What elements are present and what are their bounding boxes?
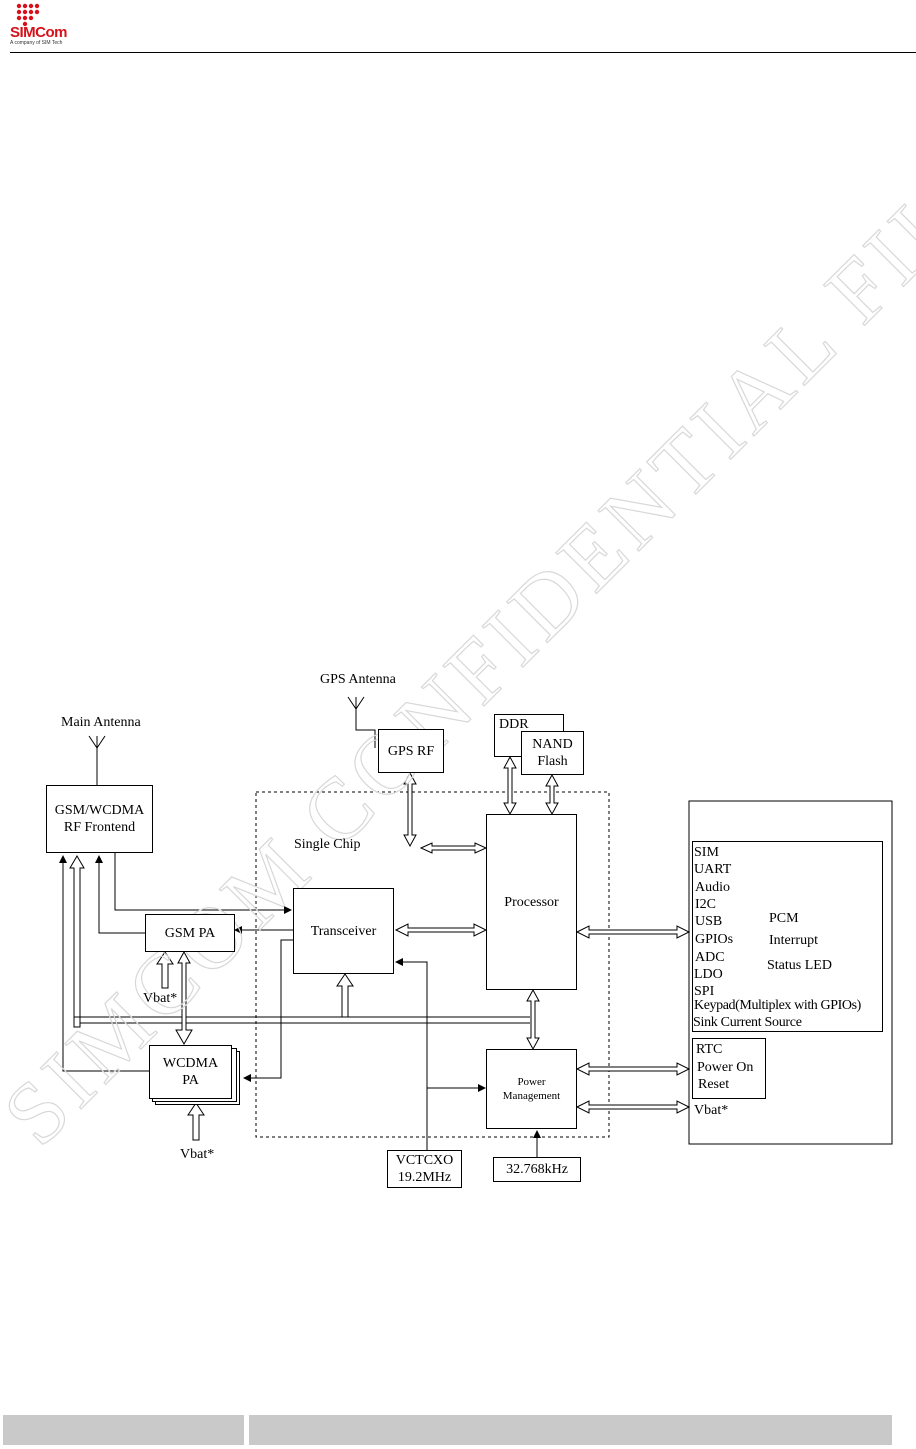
processor-label: Processor	[504, 894, 559, 910]
pm-rtc-arrow	[575, 1062, 691, 1076]
gpio-pcm: PCM	[769, 911, 799, 926]
iface-usb: USB	[695, 914, 723, 929]
single-chip-label: Single Chip	[294, 837, 361, 852]
interface-panel	[688, 800, 893, 1145]
pm-line2: Management	[502, 1090, 561, 1102]
processor-interface-arrow	[575, 925, 691, 939]
ddr-label: DDR	[499, 717, 529, 732]
flash-label: Flash	[537, 754, 568, 769]
simcom-logo: SIMCom A company of SIM Tech	[10, 2, 72, 48]
main-antenna-label: Main Antenna	[61, 715, 141, 730]
pm-out-reset: Reset	[698, 1077, 730, 1092]
ddr-arrow	[503, 755, 517, 816]
header-rule	[10, 52, 916, 53]
processor-pm-arrow	[526, 988, 540, 1051]
iface-uart: UART	[694, 862, 732, 877]
rf-frontend-line2: RF Frontend	[63, 820, 136, 835]
iface-gpios: GPIOs	[695, 932, 734, 947]
vbat-wcdma-label: Vbat*	[180, 1147, 215, 1162]
simcom-logo-icon	[16, 3, 40, 27]
transceiver-processor-arrow	[394, 923, 488, 937]
iface-audio: Audio	[695, 880, 730, 895]
logo-tagline: A company of SIM Tech	[10, 40, 63, 46]
nand-arrow	[545, 773, 559, 816]
interface-list-box	[692, 841, 883, 1032]
pm-out-rtc: RTC	[696, 1042, 723, 1057]
rtc-box	[692, 1038, 766, 1099]
gps-antenna-icon	[347, 696, 376, 748]
iface-adc: ADC	[695, 950, 725, 965]
wcdma-pa-line1: WCDMA	[162, 1056, 219, 1071]
transceiver-to-wcdma-line	[243, 939, 293, 1082]
transceiver-label: Transceiver	[310, 923, 377, 939]
rf-bus-arrow	[69, 855, 85, 1028]
vbat-gsm-label: Vbat*	[143, 991, 178, 1006]
iface-ldo: LDO	[694, 967, 723, 982]
vctcxo-block: VCTCXO 19.2MHz	[387, 1150, 462, 1188]
rf-to-transceiver-line	[114, 853, 292, 914]
gsm-pa-block: GSM PA	[145, 914, 235, 952]
pm-vbat-arrow	[575, 1100, 691, 1114]
pm-line1: Power	[517, 1076, 546, 1088]
gsmpa-bus-arrow	[175, 950, 193, 1046]
nand-flash-block: NAND Flash	[521, 731, 584, 775]
nand-label: NAND	[532, 737, 573, 752]
vbat-gsmpa-arrow	[156, 951, 174, 989]
gsmpa-to-rf-line	[95, 855, 145, 934]
iface-spi: SPI	[694, 984, 715, 999]
vbat-wcdma-arrow	[187, 1102, 205, 1141]
processor-block: Processor	[486, 814, 577, 990]
vctcxo-line2: 19.2MHz	[397, 1170, 452, 1185]
iface-sim: SIM	[694, 845, 719, 860]
wcdma-to-rf-line	[59, 855, 149, 1072]
gpsrf-processor-arrow	[419, 842, 488, 854]
rf-frontend-line1: GSM/WCDMA	[54, 803, 145, 818]
logo-wordmark: SIMCom	[10, 24, 68, 41]
transceiver-block: Transceiver	[293, 888, 394, 974]
gsm-pa-label: GSM PA	[164, 925, 216, 941]
wcdma-pa-line2: PA	[182, 1073, 199, 1088]
gps-rf-block: GPS RF	[378, 729, 444, 773]
gpio-interrupt: Interrupt	[769, 933, 818, 948]
iface-i2c: I2C	[695, 897, 716, 912]
iface-sink-current: Sink Current Source	[693, 1015, 802, 1030]
main-antenna-icon	[88, 735, 106, 785]
vctcxo-line1: VCTCXO	[395, 1153, 454, 1168]
footer-right-bar	[249, 1415, 892, 1445]
gpsrf-arrow	[403, 771, 417, 848]
vctcxo-to-transceiver-line	[395, 958, 428, 1150]
vbat-out-label: Vbat*	[694, 1103, 729, 1118]
power-management-block: Power Management	[486, 1049, 577, 1129]
rtc-crystal-block: 32.768kHz	[493, 1157, 581, 1182]
rf-frontend-block: GSM/WCDMA RF Frontend	[46, 785, 153, 853]
control-bus	[74, 1016, 530, 1024]
rtc-crystal-label: 32.768kHz	[506, 1162, 568, 1177]
wcdma-pa-block: WCDMA PA	[149, 1045, 232, 1099]
footer-left-bar	[3, 1415, 244, 1445]
pm-out-poweron: Power On	[697, 1060, 754, 1075]
bus-to-transceiver-arrow	[336, 973, 354, 1018]
single-chip-boundary	[255, 791, 610, 1138]
iface-keypad: Keypad(Multiplex with GPIOs)	[694, 998, 861, 1013]
gps-antenna-label: GPS Antenna	[320, 672, 396, 687]
gpio-status-led: Status LED	[767, 958, 832, 973]
gps-rf-label: GPS RF	[387, 743, 435, 759]
